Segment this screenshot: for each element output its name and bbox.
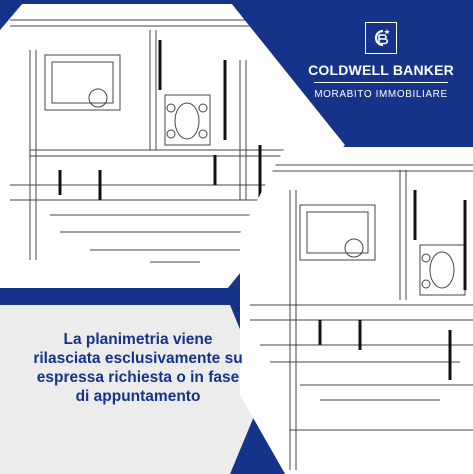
- floor-plan-right: [240, 147, 473, 474]
- brand-block: COLDWELL BANKER MORABITO IMMOBILIARE: [306, 22, 456, 100]
- logo-glyph: [374, 29, 390, 47]
- notice-text: La planimetria viene rilasciata esclusiv…: [33, 331, 243, 405]
- brand-name: COLDWELL BANKER: [308, 62, 454, 78]
- brand-subtitle: MORABITO IMMOBILIARE: [314, 89, 448, 100]
- notice-panel: [0, 305, 265, 474]
- cb-monogram-icon: [365, 22, 397, 54]
- brand-divider: [314, 82, 448, 83]
